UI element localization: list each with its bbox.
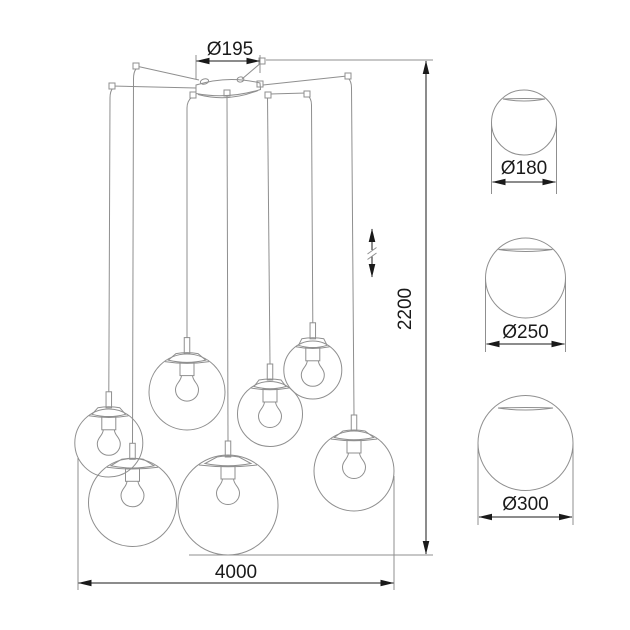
pendant-globe — [283, 322, 343, 400]
socket — [346, 439, 362, 454]
ceiling-hook — [303, 90, 311, 98]
globe-diameter-label: Ø250 — [502, 322, 548, 343]
reference-globe: Ø300 — [477, 395, 574, 525]
lamp-holder-cap — [253, 378, 287, 390]
light-bulb — [96, 429, 121, 456]
socket — [305, 347, 321, 362]
light-bulb — [341, 452, 367, 480]
light-bulb — [120, 481, 145, 508]
globe-opening — [330, 438, 378, 442]
cord — [306, 94, 314, 324]
cord-stem — [129, 442, 136, 460]
canopy-hole-left — [199, 78, 210, 85]
max-width-label: 4000 — [215, 562, 257, 583]
ceiling-hook — [132, 62, 140, 70]
socket — [101, 416, 117, 431]
canopy-hole-right — [236, 76, 245, 83]
globe-opening — [164, 361, 210, 364]
cord-stem — [224, 440, 232, 458]
suspension-line — [262, 75, 348, 86]
pendant-globe — [177, 440, 279, 556]
ceiling-hook — [189, 91, 197, 99]
globe-opening — [88, 415, 129, 419]
suspension-line — [111, 85, 197, 89]
cord — [108, 87, 114, 393]
ceiling-hook — [264, 91, 272, 99]
suspension-line — [135, 65, 200, 81]
lamp-holder-cap — [91, 406, 127, 418]
lamp-holder-cap — [167, 352, 207, 363]
globe-opening — [498, 248, 553, 252]
globe-opening — [251, 387, 289, 391]
globe-outline — [237, 381, 303, 447]
canopy-rim — [197, 90, 259, 99]
lamp-holder-cap — [203, 455, 253, 467]
fixture-layer — [74, 57, 395, 556]
total-height-label: 2200 — [395, 288, 416, 330]
cord — [132, 68, 137, 444]
globe-opening — [295, 346, 330, 350]
light-bulb — [215, 478, 241, 506]
globe-outline — [88, 458, 177, 547]
pendant-globe — [74, 391, 144, 478]
globe-diameter-label: Ø300 — [502, 494, 548, 515]
cord — [186, 96, 193, 338]
globe-outline — [485, 237, 566, 319]
lamp-holder-cap — [297, 337, 328, 349]
light-bulb — [174, 375, 200, 402]
pendant-globe — [237, 363, 303, 447]
globe-outline — [491, 89, 557, 156]
ceiling-hook — [344, 72, 352, 80]
ceiling-canopy — [195, 76, 262, 99]
cord-stem — [266, 363, 274, 381]
adjustable-height-symbol — [367, 228, 377, 278]
light-bulb — [300, 360, 325, 387]
reference-globe: Ø250 — [485, 237, 566, 352]
cord-stem — [105, 391, 113, 409]
reference-globe: Ø180 — [491, 89, 557, 194]
light-bulb — [257, 401, 283, 429]
ceiling-hook — [108, 82, 116, 90]
cord — [267, 96, 271, 365]
lamp-holder-cap — [333, 429, 375, 441]
globe-outline — [74, 408, 144, 478]
globe-outline — [148, 353, 226, 431]
globe-outline — [283, 340, 343, 400]
canopy-diameter-label: Ø195 — [207, 39, 253, 60]
cord-stem — [309, 322, 317, 340]
suspension-line — [241, 61, 263, 80]
globe-opening — [106, 466, 159, 470]
suspension-line — [269, 92, 307, 95]
canopy-body — [195, 78, 262, 97]
globe-opening — [198, 464, 258, 468]
globe-opening — [502, 98, 546, 102]
globe-outline — [313, 430, 395, 512]
socket — [125, 467, 140, 482]
pendant-globe — [148, 337, 226, 431]
globe-diameter-label: Ø180 — [501, 158, 547, 179]
pendant-globe — [313, 414, 395, 512]
dimensions-layer: Ø195 2200 4000 — [77, 39, 433, 590]
socket — [220, 465, 236, 480]
pendant-globe — [88, 442, 177, 547]
break-tick — [367, 247, 377, 255]
cord-stem — [183, 337, 191, 355]
globe-opening — [497, 407, 554, 411]
cord — [347, 77, 355, 416]
cord-stem — [350, 414, 358, 432]
break-tick — [367, 252, 377, 260]
socket — [179, 362, 195, 377]
socket — [262, 388, 278, 403]
cord — [226, 94, 229, 442]
